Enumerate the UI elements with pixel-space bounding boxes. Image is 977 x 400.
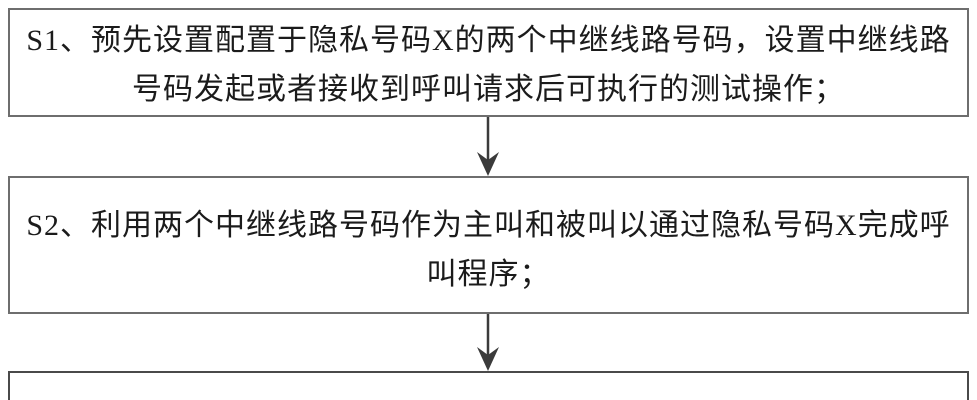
step-box-partial: [8, 371, 969, 400]
step-s2-line-2: 叫程序；: [426, 258, 551, 291]
step-box-s2: S2、利用两个中继线路号码作为主叫和被叫以通过隐私号码X完成呼 叫程序；: [8, 176, 969, 314]
step-box-s1: S1、预先设置配置于隐私号码X的两个中继线路号码，设置中继线路 号码发起或者接收…: [8, 8, 969, 117]
step-s2-line-1: S2、利用两个中继线路号码作为主叫和被叫以通过隐私号码X完成呼: [26, 209, 951, 242]
step-s1-line-2: 号码发起或者接收到呼叫请求后可执行的测试操作；: [132, 72, 845, 106]
down-arrow-icon: [477, 314, 499, 371]
step-s1-line-1: S1、预先设置配置于隐私号码X的两个中继线路号码，设置中继线路: [26, 23, 951, 57]
down-arrow-icon: [477, 117, 499, 176]
